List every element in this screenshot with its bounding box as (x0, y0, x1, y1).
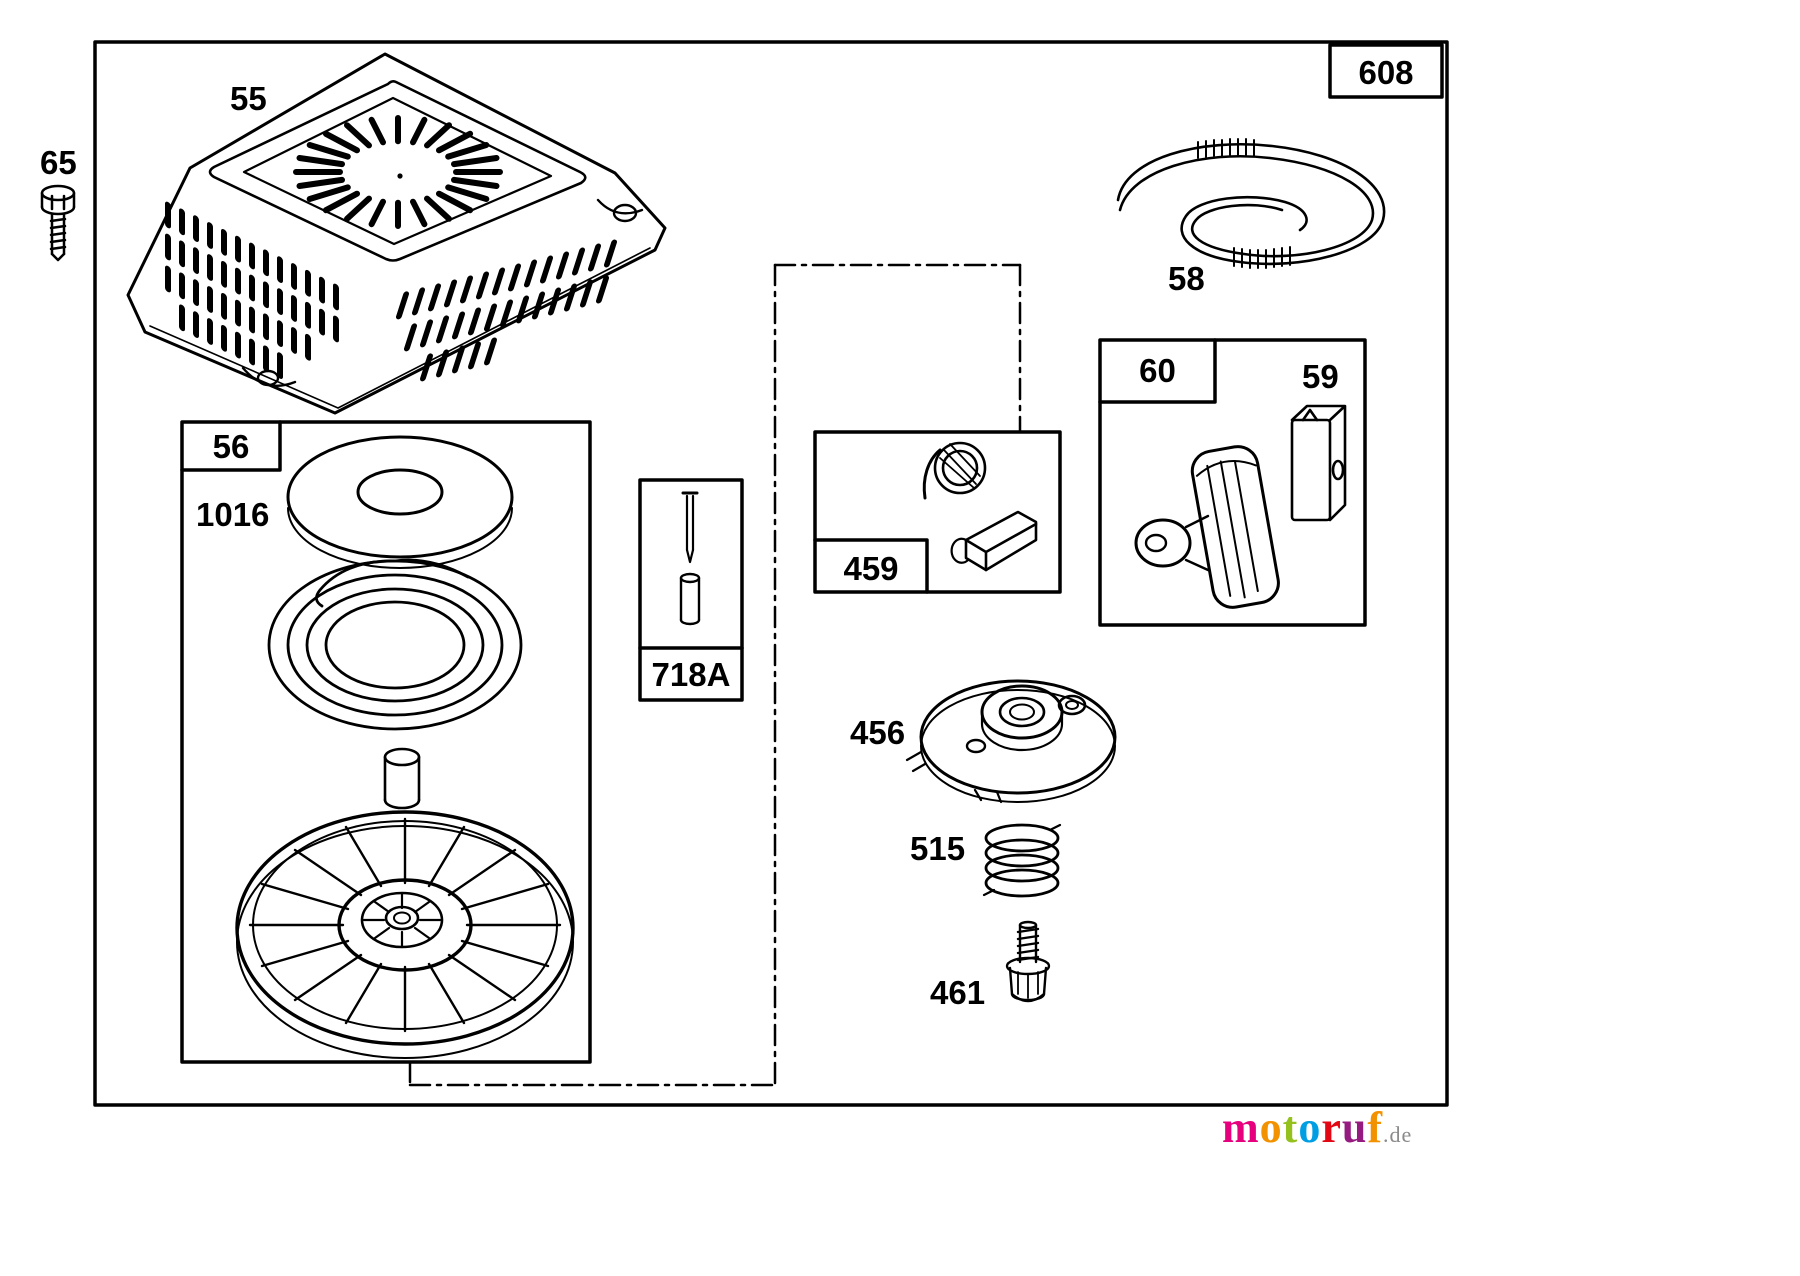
part-label-59: 59 (1302, 358, 1339, 395)
watermark-letter: t (1282, 1103, 1299, 1152)
left-louvers (165, 201, 339, 379)
dowel-pin (679, 572, 701, 626)
part-label-1016: 1016 (196, 496, 270, 533)
starter-handle-60 (1134, 445, 1280, 609)
part-label-55: 55 (230, 80, 267, 117)
watermark-letter: r (1321, 1103, 1342, 1152)
screw-461 (1005, 920, 1051, 1003)
box-56 (180, 420, 592, 1064)
hub-spokes (362, 892, 442, 948)
watermark-letter: u (1341, 1103, 1368, 1152)
hex-bolt-65 (40, 184, 76, 262)
starter-clutch-456 (905, 679, 1117, 804)
box-459 (813, 430, 1062, 594)
watermark-letter: o (1298, 1103, 1322, 1152)
part-label-456: 456 (850, 714, 906, 751)
clutch-spring-515 (982, 823, 1062, 898)
rewind-spring (267, 558, 523, 731)
pulley-fins (248, 817, 562, 1033)
recoil-pulley (235, 810, 575, 1059)
ref-608-box (1328, 43, 1444, 99)
blower-housing-55 (126, 52, 667, 415)
assembly-dash-lines (408, 263, 1022, 1087)
right-louvers (396, 239, 617, 382)
part-label-56: 56 (212, 428, 250, 465)
radial-vent-slots (293, 115, 503, 229)
pawl-spring (922, 441, 987, 500)
rope-coil-58 (1116, 138, 1386, 269)
watermark-letter: m (1222, 1103, 1260, 1152)
coil-hatching (1197, 138, 1291, 269)
watermark-suffix: .de (1382, 1122, 1413, 1147)
part-label-515: 515 (910, 830, 966, 867)
watermark-logo: motoruf.de (1222, 1106, 1412, 1150)
rope-insert-59 (1290, 404, 1347, 522)
part-label-461: 461 (930, 974, 986, 1011)
outer-frame (93, 40, 1449, 1107)
part-label-58: 58 (1168, 260, 1205, 297)
watermark-letter: o (1259, 1103, 1283, 1152)
washer-1016 (286, 435, 514, 569)
starter-pin (383, 747, 421, 810)
roll-pin (681, 491, 699, 564)
part-label-65: 65 (40, 144, 77, 181)
box-60 (1098, 338, 1367, 627)
part-label-459: 459 (843, 550, 899, 587)
housing-tabs (241, 198, 644, 387)
ref-label-608: 608 (1358, 54, 1414, 91)
part-label-718A: 718A (651, 656, 731, 693)
part-label-60: 60 (1139, 352, 1176, 389)
watermark-letter: f (1367, 1103, 1383, 1152)
starter-pawl (950, 510, 1038, 572)
box-718A (638, 478, 744, 702)
